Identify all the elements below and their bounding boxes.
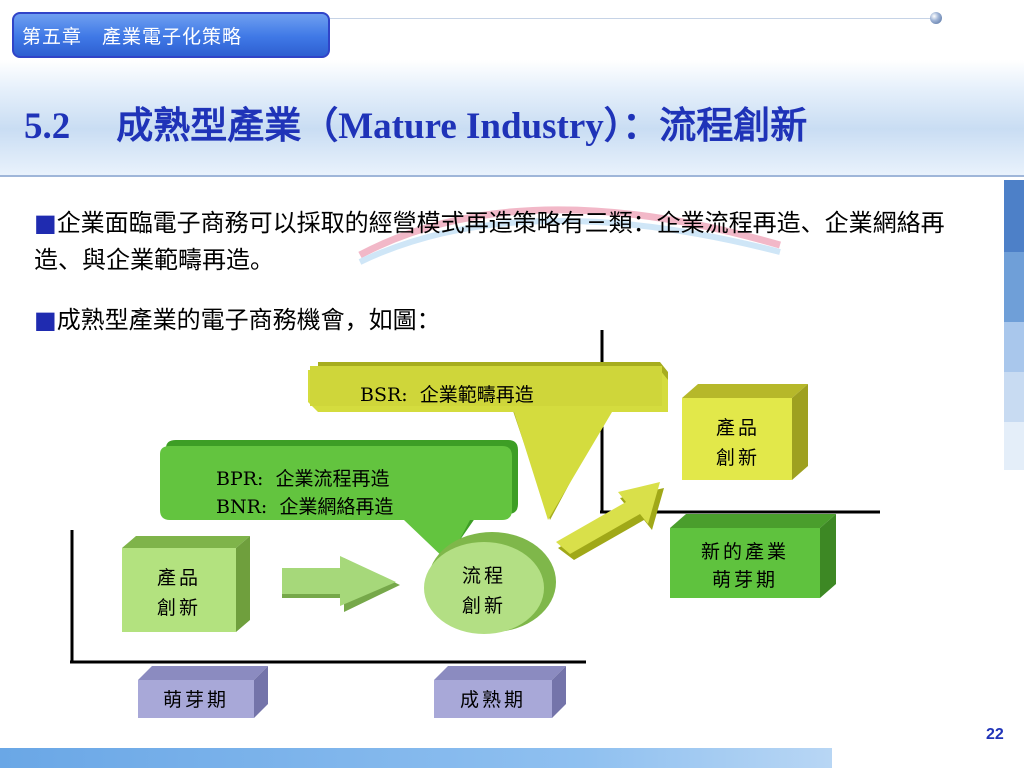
stage-mature-box: [434, 666, 566, 718]
up-right-arrow: [556, 482, 664, 560]
bullet-marker-1: ■: [34, 209, 57, 237]
bnr-label: BNR: 企業網絡再造: [216, 496, 394, 518]
header-bottom-line: [0, 175, 1024, 177]
bsr-label: BSR: 企業範疇再造: [360, 384, 534, 406]
left-arrow: [282, 556, 400, 612]
chapter-tab: [12, 12, 330, 58]
bullet-text-1: 企業面臨電子商務可以採取的經營模式再造策略有三類：企業流程再造、企業網絡再造、與…: [34, 209, 945, 274]
bullet-1: ■企業面臨電子商務可以採取的經營模式再造策略有三類：企業流程再造、企業網絡再造、…: [34, 205, 984, 279]
header-dot-ornament: [930, 12, 942, 24]
right-product-innovation-box: [682, 384, 808, 480]
new-industry-line2: 萌芽期: [711, 569, 778, 591]
chapter-tab-label: 第五章 產業電子化策略: [22, 26, 243, 48]
header-divider-line: [330, 18, 940, 19]
right-product-innovation-line2: 創新: [715, 447, 760, 469]
left-product-innovation-line1: 產品: [156, 567, 201, 589]
header-band: [0, 60, 1024, 175]
title-cn-part-1: 成熟型產業（: [116, 103, 339, 147]
bullet-text-2: 成熟型產業的電子商務機會，如圖：: [56, 306, 441, 334]
stage-emerging-label: 萌芽期: [162, 689, 229, 711]
title-en-part: Mature Industry: [338, 106, 604, 147]
title-number: 5.2: [24, 106, 71, 147]
bpr-label: BPR: 企業流程再造: [216, 468, 390, 490]
slide-title: 5.2 成熟型產業（Mature Industry）：流程創新: [24, 95, 807, 149]
process-innovation-disc: [424, 532, 556, 634]
right-product-innovation-line1: 產品: [715, 417, 760, 439]
new-industry-box: [670, 514, 836, 598]
left-product-innovation-box: [122, 536, 250, 632]
bsr-callout: [308, 362, 668, 520]
left-product-innovation-line2: 創新: [156, 597, 201, 619]
side-decoration-bars: [1004, 180, 1024, 470]
process-innovation-line2: 創新: [461, 595, 506, 617]
process-innovation-line1: 流程: [461, 565, 506, 587]
bottom-band: [0, 748, 832, 768]
bullet-marker-2: ■: [34, 306, 57, 334]
stage-mature-label: 成熟期: [459, 689, 526, 711]
bpr-bnr-callout: [160, 440, 518, 562]
page-number: 22: [986, 726, 1004, 743]
bullet-2: ■成熟型產業的電子商務機會，如圖：: [34, 302, 634, 339]
stage-emerging-box: [138, 666, 268, 718]
new-industry-line1: 新的產業: [700, 541, 789, 563]
title-cn-part-2: ）：流程創新: [603, 103, 808, 147]
